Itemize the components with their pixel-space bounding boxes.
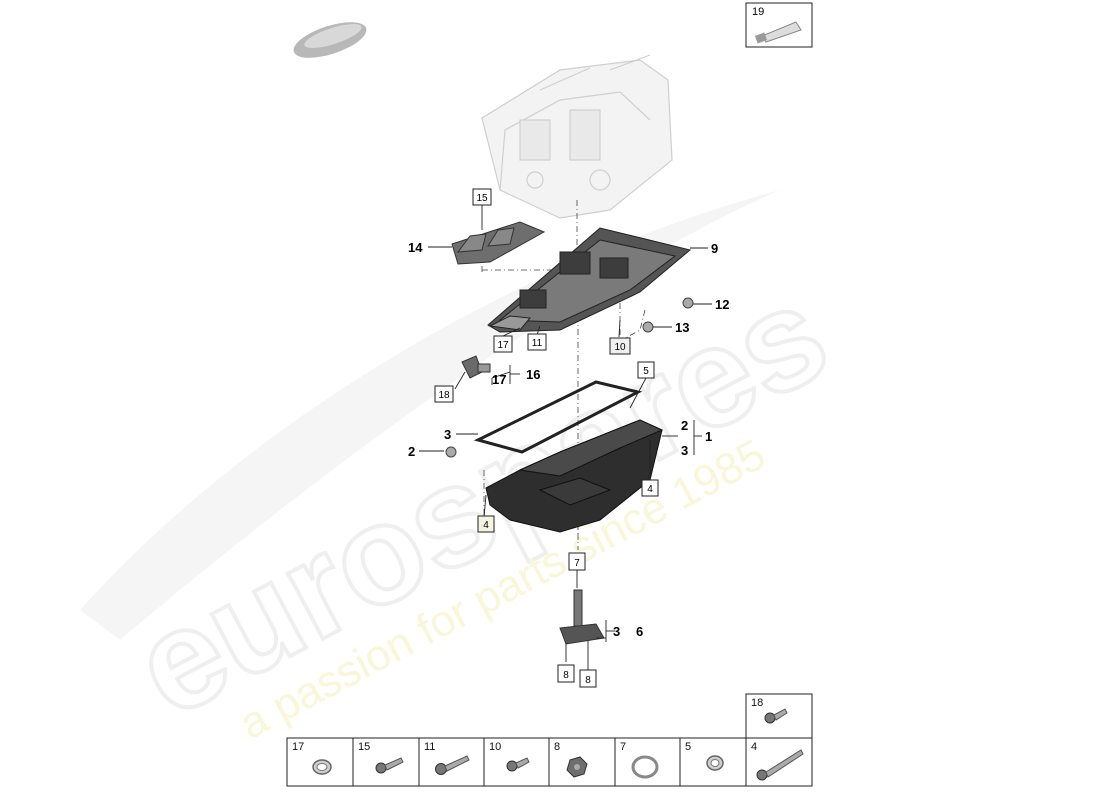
part-19-number: 19 xyxy=(752,6,764,18)
svg-text:15: 15 xyxy=(476,193,488,204)
sealing-ring-icon xyxy=(312,759,332,775)
engine-block-illustration xyxy=(481,54,673,219)
oil-pan-upper-part xyxy=(487,227,692,333)
callout-6[interactable]: 6 xyxy=(636,624,643,639)
callout-9[interactable]: 9 xyxy=(711,241,718,256)
oil-level-sensor-part xyxy=(461,355,491,379)
leader-lines xyxy=(419,205,712,670)
callout-16[interactable]: 16 xyxy=(526,367,540,382)
table-cell-11[interactable]: 11 xyxy=(424,741,435,753)
table-cell-17[interactable]: 17 xyxy=(292,741,304,753)
svg-text:5: 5 xyxy=(643,366,649,377)
callout-5[interactable]: 5 xyxy=(637,361,655,379)
sealant-tube-icon xyxy=(754,21,802,44)
boxed-callouts: 15 17 11 10 18 5 4 4 7 8 8 xyxy=(434,188,659,688)
callout-4-right[interactable]: 4 xyxy=(641,479,659,497)
svg-text:4: 4 xyxy=(483,520,489,531)
callout-2-right[interactable]: 2 xyxy=(681,418,688,433)
table-cell-5[interactable]: 5 xyxy=(685,741,691,753)
plug-13-part xyxy=(642,321,654,333)
callout-1[interactable]: 1 xyxy=(705,429,712,444)
callout-3-right[interactable]: 3 xyxy=(681,443,688,458)
hex-nut-icon xyxy=(566,756,588,778)
callout-2-left[interactable]: 2 xyxy=(408,444,415,459)
bolt-icon xyxy=(375,757,404,774)
watermark-swoosh xyxy=(80,190,780,640)
table-cell-18[interactable]: 18 xyxy=(751,697,763,709)
callout-11[interactable]: 11 xyxy=(527,333,547,351)
parts-table-numbers: 17 15 11 10 8 7 5 4 18 xyxy=(292,697,763,753)
o-ring-icon xyxy=(631,755,659,779)
callout-7[interactable]: 3 xyxy=(613,624,620,639)
callout-13[interactable]: 13 xyxy=(675,320,689,335)
part-19-box[interactable]: 19 xyxy=(745,2,813,48)
parts-table xyxy=(286,693,813,787)
plug-12-part xyxy=(682,297,694,309)
table-cell-15[interactable]: 15 xyxy=(358,741,370,753)
callout-15[interactable]: 15 xyxy=(472,188,492,206)
callout-17-mid[interactable]: 17 xyxy=(492,372,506,387)
callout-17-top[interactable]: 17 xyxy=(493,335,513,353)
sealing-ring-icon xyxy=(706,755,724,771)
svg-text:7: 7 xyxy=(574,558,580,569)
baffle-plate-part xyxy=(451,221,546,265)
short-bolt-icon xyxy=(764,708,788,724)
svg-text:17: 17 xyxy=(497,340,509,351)
callout-14[interactable]: 14 xyxy=(408,240,423,255)
long-bolt-icon xyxy=(756,749,804,781)
oil-pan-gasket-part xyxy=(473,380,643,454)
table-cell-8[interactable]: 8 xyxy=(554,741,560,753)
table-cell-10[interactable]: 10 xyxy=(489,741,501,753)
callout-8-left[interactable]: 8 xyxy=(557,664,575,683)
svg-text:11: 11 xyxy=(532,338,543,349)
callout-12[interactable]: 12 xyxy=(715,297,729,312)
callout-10[interactable]: 10 xyxy=(609,337,631,355)
watermark: eurospares a passion for parts since 198… xyxy=(80,190,853,749)
bolt-icon xyxy=(435,755,470,775)
callout-3-left[interactable]: 3 xyxy=(444,427,451,442)
plain-callouts: 14 9 12 13 17 16 3 2 2 3 1 3 6 xyxy=(408,240,729,639)
svg-text:4: 4 xyxy=(647,484,653,495)
parts-table-icons xyxy=(312,708,804,781)
svg-text:10: 10 xyxy=(614,342,626,353)
car-model-icon xyxy=(293,22,367,58)
oil-pan-lower-part xyxy=(485,419,664,533)
table-cell-4[interactable]: 4 xyxy=(751,741,757,753)
drain-plug-part xyxy=(445,446,457,458)
callout-8-right[interactable]: 8 xyxy=(579,669,597,688)
callout-7-box[interactable]: 7 xyxy=(568,552,586,571)
svg-text:8: 8 xyxy=(563,670,569,681)
oil-pickup-part xyxy=(559,589,605,645)
callout-4-left[interactable]: 4 xyxy=(477,515,495,533)
short-bolt-icon xyxy=(506,757,530,772)
svg-text:8: 8 xyxy=(585,675,591,686)
callout-18[interactable]: 18 xyxy=(434,385,454,403)
table-cell-7[interactable]: 7 xyxy=(620,741,626,753)
svg-text:18: 18 xyxy=(438,390,450,401)
